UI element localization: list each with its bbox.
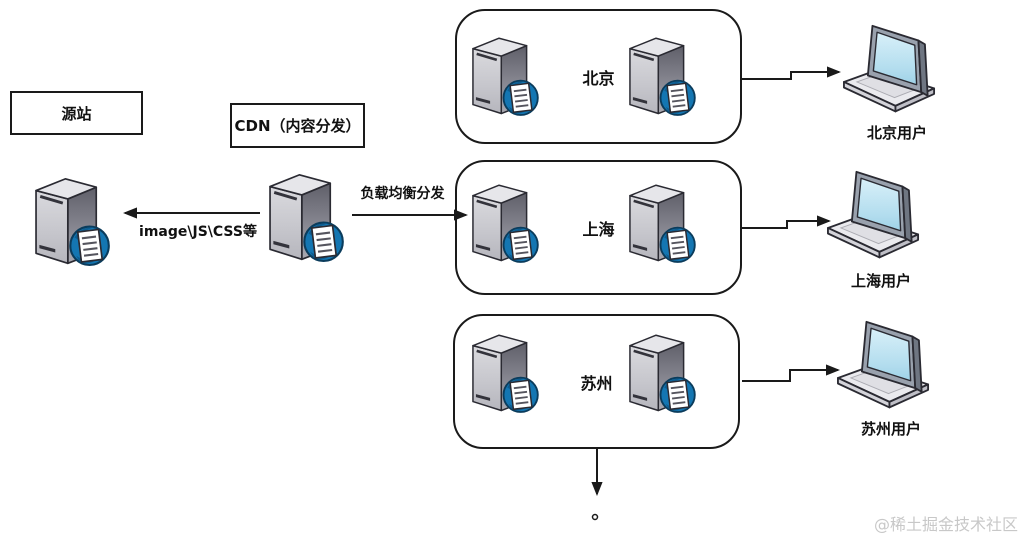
node-group-beijing: 北京 xyxy=(455,9,742,144)
node-group-shanghai-label: 上海 xyxy=(582,219,615,239)
node-group-shanghai: 上海 xyxy=(455,160,742,295)
ellipsis-dot xyxy=(591,513,599,521)
arrow-suzhou-to-user xyxy=(742,364,840,382)
watermark: @稀土掘金技术社区 xyxy=(873,515,1018,534)
user-label-shanghai: 上海用户 xyxy=(850,272,911,290)
user-label-beijing: 北京用户 xyxy=(866,124,927,142)
server-icon-cdn xyxy=(268,173,345,263)
user-label-suzhou: 苏州用户 xyxy=(860,420,921,438)
node-group-suzhou: 苏州 xyxy=(453,314,740,449)
laptop-icon-beijing-user xyxy=(843,24,936,113)
cdn-box-label: CDN（内容分发） xyxy=(234,117,361,135)
node-group-suzhou-label: 苏州 xyxy=(580,373,613,393)
laptop-icon-shanghai-user xyxy=(827,170,920,259)
arrow-beijing-to-user xyxy=(742,66,841,80)
origin-site-box: 源站 xyxy=(10,91,143,135)
arrow-shanghai-to-user xyxy=(742,215,831,229)
edge-label-load-balance: 负载均衡分发 xyxy=(360,186,445,202)
server-icon-origin xyxy=(34,177,111,267)
edge-label-cdn-to-origin: image\JS\CSS等 xyxy=(139,224,257,240)
origin-site-label: 源站 xyxy=(61,104,92,123)
laptop-icon-suzhou-user xyxy=(837,320,930,409)
cdn-box: CDN（内容分发） xyxy=(230,103,365,148)
node-group-beijing-label: 北京 xyxy=(582,68,615,88)
